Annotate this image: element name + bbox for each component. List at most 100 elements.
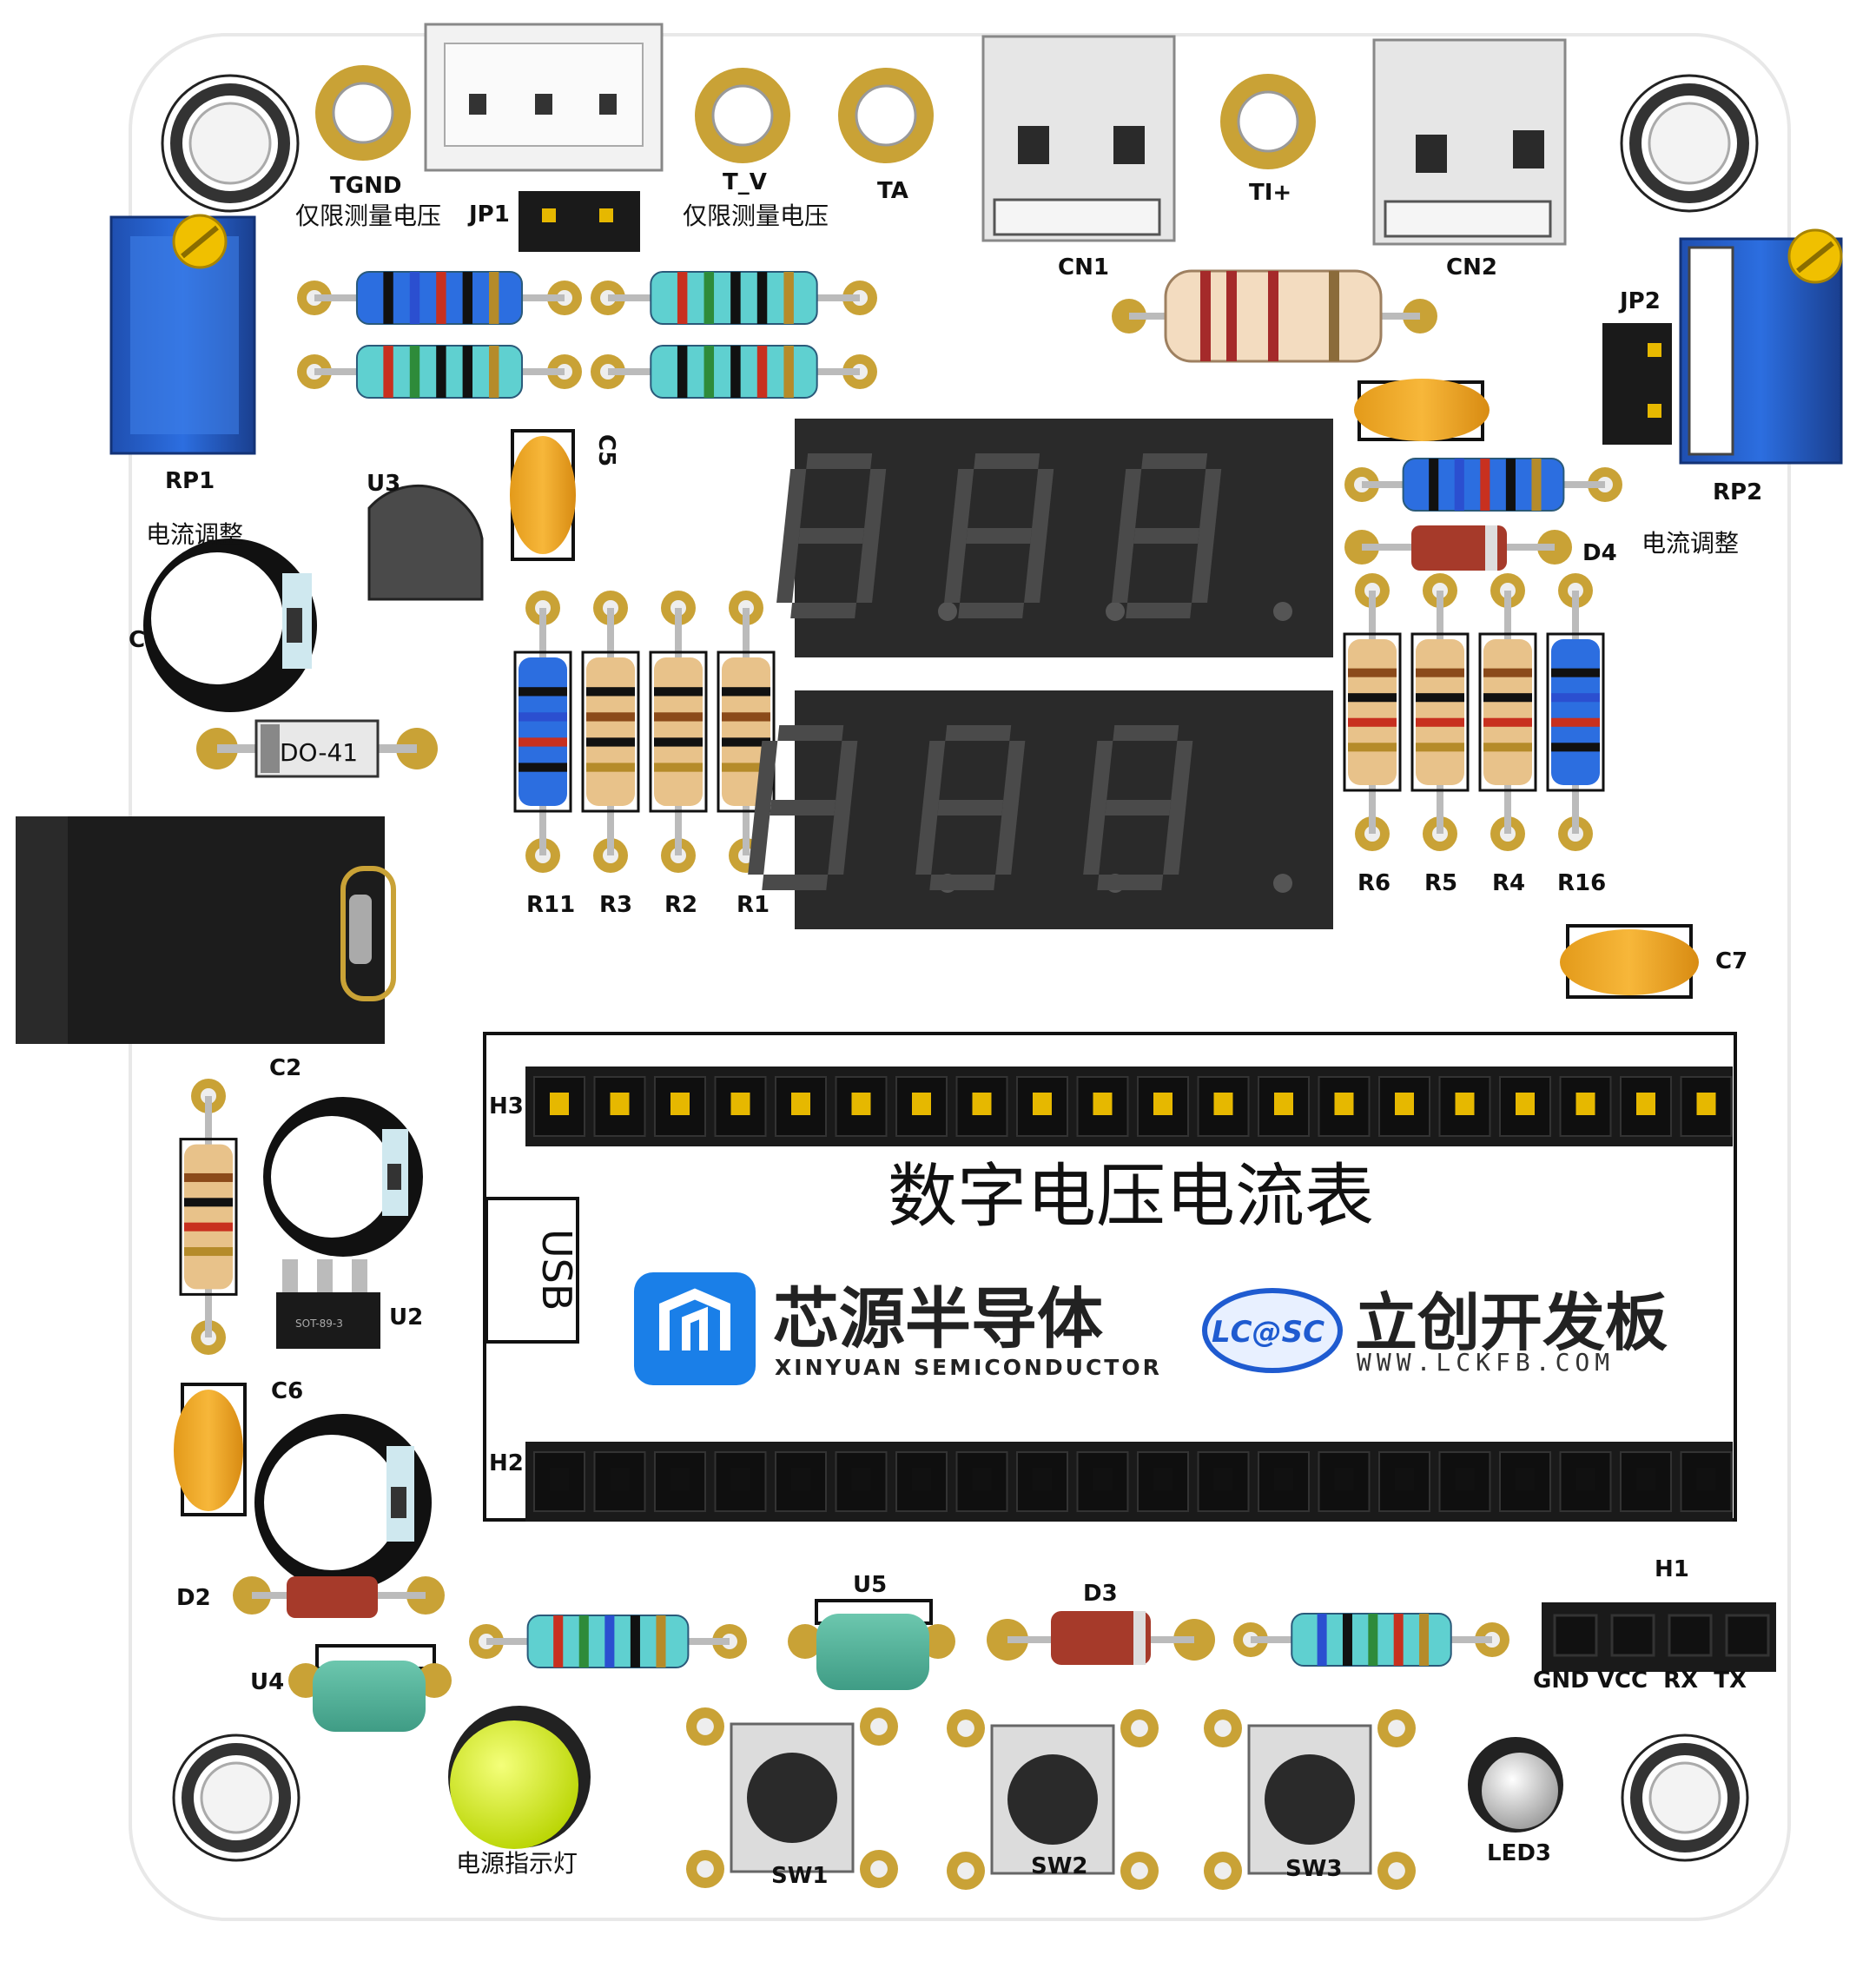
resistor-horizontal bbox=[591, 271, 877, 325]
label-c2: C2 bbox=[269, 1055, 301, 1081]
label-u5: U5 bbox=[853, 1572, 887, 1598]
electrolytic-cap-left bbox=[143, 538, 317, 712]
label-c5: C5 bbox=[593, 434, 619, 466]
capacitor-top-right bbox=[1354, 379, 1490, 441]
sw2-button[interactable] bbox=[947, 1709, 1159, 1890]
label-jp2: JP2 bbox=[1618, 288, 1661, 314]
jp1-jumper[interactable] bbox=[519, 191, 640, 252]
jst-connector bbox=[424, 23, 664, 172]
resistor-horizontal bbox=[1233, 1613, 1509, 1667]
mount-hole-bottom-left bbox=[172, 1734, 301, 1862]
diode-d4 bbox=[1344, 525, 1572, 571]
sw1-button[interactable] bbox=[686, 1707, 898, 1888]
mount-hole-top-left bbox=[161, 74, 300, 213]
resistor-vertical bbox=[581, 591, 640, 873]
capacitor-c6-ceramic bbox=[174, 1383, 247, 1516]
seg-display-current bbox=[748, 690, 1333, 929]
u2-sot89 bbox=[276, 1259, 380, 1349]
brand-left-cn: 芯源半导体 bbox=[773, 1280, 1103, 1357]
label-r16: R16 bbox=[1557, 870, 1606, 896]
label-sw1: SW1 bbox=[771, 1863, 829, 1889]
resistor-horizontal bbox=[297, 271, 582, 325]
label-d3: D3 bbox=[1083, 1581, 1118, 1607]
label-r4: R4 bbox=[1492, 870, 1525, 896]
label-sot89: SOT-89-3 bbox=[295, 1318, 343, 1330]
label-cn2: CN2 bbox=[1446, 254, 1497, 281]
label-rp2: RP2 bbox=[1713, 479, 1762, 505]
u5-component bbox=[788, 1599, 955, 1690]
label-usb: USB bbox=[533, 1229, 580, 1311]
label-u4: U4 bbox=[250, 1669, 284, 1695]
label-c-left: C bbox=[129, 627, 145, 653]
lcsc-logo bbox=[1202, 1288, 1343, 1373]
label-d4: D4 bbox=[1582, 540, 1617, 566]
label-tv: T_V bbox=[723, 169, 767, 195]
resistor-vertical bbox=[649, 591, 708, 873]
label-led3: LED3 bbox=[1487, 1840, 1551, 1866]
sw3-button[interactable] bbox=[1204, 1709, 1416, 1890]
label-r1: R1 bbox=[737, 892, 770, 918]
label-c6: C6 bbox=[271, 1378, 303, 1404]
resistor-horizontal bbox=[591, 345, 877, 399]
xinyuan-logo bbox=[634, 1272, 756, 1385]
label-sw2: SW2 bbox=[1031, 1853, 1088, 1879]
test-pad-tv bbox=[695, 68, 790, 163]
cn2-connector bbox=[1372, 38, 1567, 246]
mount-hole-top-right bbox=[1620, 74, 1759, 213]
label-sw3: SW3 bbox=[1285, 1856, 1343, 1882]
power-indicator-led bbox=[448, 1706, 591, 1849]
label-u2: U2 bbox=[389, 1304, 423, 1331]
led3 bbox=[1468, 1737, 1563, 1833]
label-ta: TA bbox=[877, 178, 908, 204]
test-pad-tgnd bbox=[315, 65, 411, 161]
resistor-vertical bbox=[1343, 573, 1402, 851]
resistor-vertical bbox=[1478, 573, 1537, 851]
electrolytic-cap-lower bbox=[254, 1414, 432, 1591]
diode-d3 bbox=[987, 1611, 1215, 1665]
resistor-vertical bbox=[513, 591, 572, 873]
seg-display-voltage bbox=[776, 419, 1333, 657]
header-h3[interactable] bbox=[525, 1067, 1733, 1146]
cn1-connector bbox=[981, 35, 1176, 242]
brand-right-cn: 立创开发板 bbox=[1355, 1286, 1668, 1359]
label-d2: D2 bbox=[176, 1585, 211, 1611]
capacitor-c7 bbox=[1560, 924, 1699, 999]
test-pad-ti-plus bbox=[1220, 74, 1316, 169]
resistor-horizontal bbox=[1344, 458, 1622, 512]
label-tgnd-note: 仅限测量电压 bbox=[295, 201, 441, 230]
label-cn1: CN1 bbox=[1058, 254, 1109, 281]
u4-component bbox=[288, 1644, 452, 1732]
label-c7: C7 bbox=[1715, 948, 1747, 974]
label-h1: H1 bbox=[1655, 1556, 1689, 1582]
test-pad-ta bbox=[838, 68, 934, 163]
label-r6: R6 bbox=[1357, 870, 1390, 896]
power-resistor bbox=[1112, 269, 1437, 363]
resistor-vertical bbox=[179, 1079, 238, 1355]
label-power-led: 电源指示灯 bbox=[456, 1849, 578, 1878]
resistor-horizontal bbox=[469, 1615, 747, 1668]
board-title: 数字电压电流表 bbox=[888, 1156, 1374, 1237]
label-r11: R11 bbox=[526, 892, 575, 918]
header-h1[interactable] bbox=[1542, 1602, 1776, 1672]
label-rp1: RP1 bbox=[165, 468, 215, 494]
u3-regulator bbox=[367, 484, 484, 601]
brand-right-logo: LC@SC bbox=[1212, 1315, 1324, 1350]
label-do41: DO-41 bbox=[280, 738, 358, 767]
jp2-jumper[interactable] bbox=[1602, 323, 1672, 445]
capacitor-c5 bbox=[510, 429, 576, 561]
label-tv-note: 仅限测量电压 bbox=[683, 201, 829, 230]
label-rp1-note: 电流调整 bbox=[146, 520, 243, 549]
label-u3: U3 bbox=[367, 471, 400, 497]
dc-power-jack[interactable] bbox=[16, 816, 396, 1044]
rp2-potentiometer[interactable] bbox=[1679, 228, 1843, 465]
mount-hole-bottom-right bbox=[1621, 1734, 1749, 1862]
label-rp2-note: 电流调整 bbox=[1642, 529, 1739, 558]
resistor-horizontal bbox=[297, 345, 582, 399]
diode-do41 bbox=[196, 719, 438, 778]
rp1-potentiometer[interactable] bbox=[109, 214, 256, 455]
label-r5: R5 bbox=[1424, 870, 1457, 896]
label-r3: R3 bbox=[599, 892, 632, 918]
label-r2: R2 bbox=[664, 892, 697, 918]
header-h2[interactable] bbox=[525, 1442, 1733, 1522]
electrolytic-cap-c2-upper bbox=[263, 1097, 423, 1257]
